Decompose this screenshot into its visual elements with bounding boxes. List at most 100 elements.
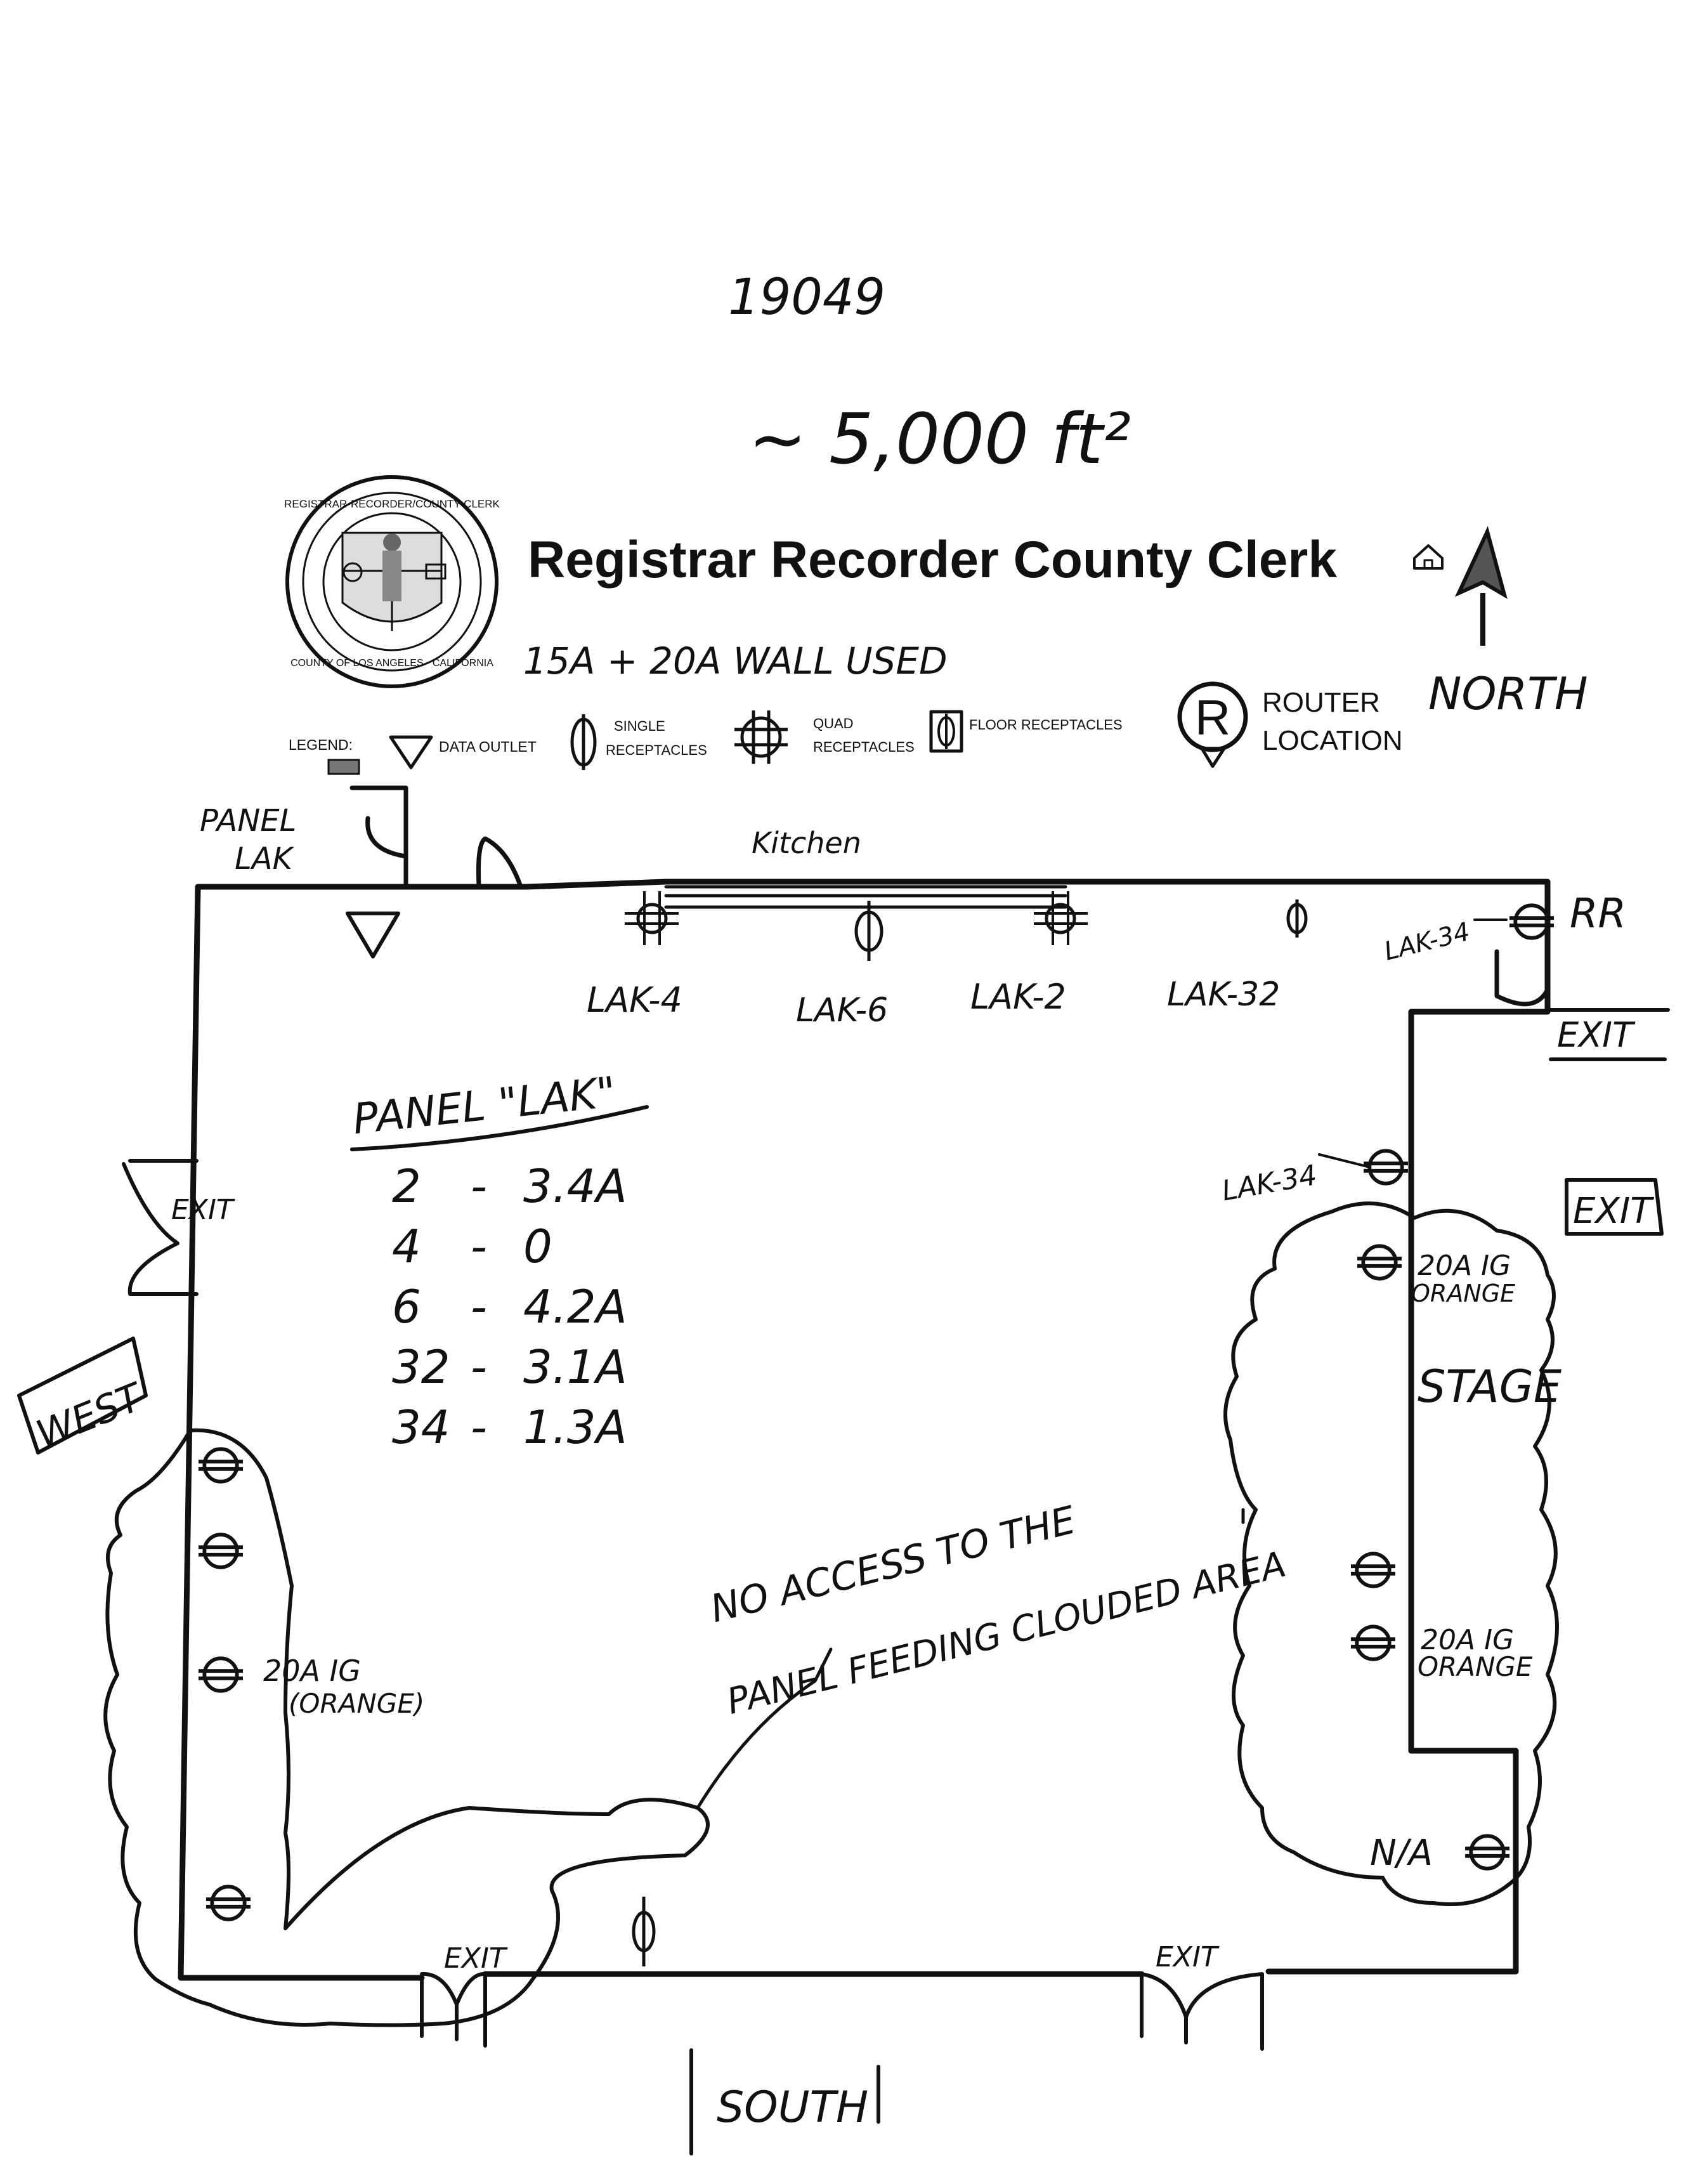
single-receptacle-icon — [570, 714, 597, 770]
na-label: N/A — [1370, 1833, 1433, 1874]
receptacle-east-1 — [1348, 1553, 1398, 1586]
legend-floor: FLOOR RECEPTACLES — [969, 717, 1123, 733]
county-seal: REGISTRAR-RECORDER/COUNTY CLERK COUNTY O… — [284, 475, 500, 688]
east-20a-1-line1: 20A IG — [1418, 1250, 1511, 1282]
lak2-label: LAK-2 — [970, 977, 1066, 1017]
home-icon — [1413, 544, 1444, 570]
lak34-east-label: LAK-34 — [1220, 1159, 1319, 1207]
wall-used-note: 15A + 20A WALL USED — [523, 639, 948, 683]
kitchen-counter — [664, 885, 1067, 909]
receptacle-west-3 — [203, 1886, 253, 1919]
panel-row-dash: - — [471, 1220, 487, 1273]
no-access-leader — [696, 1508, 1245, 1810]
panel-row-load: 3.4A — [523, 1160, 627, 1213]
west-20a-line2: (ORANGE) — [289, 1688, 424, 1719]
floor-receptacle-icon — [929, 710, 963, 753]
receptacle-west-20a — [195, 1658, 245, 1690]
data-outlet-icon — [346, 912, 400, 958]
panel-row-load: 4.2A — [523, 1280, 627, 1333]
legend-quad-1: QUAD — [813, 716, 854, 731]
area-estimate: ~ 5,000 ft² — [748, 398, 1131, 480]
exit-sw-doors — [420, 1971, 487, 2048]
panel-row-circuit: 4 — [392, 1220, 421, 1273]
receptacle-east-20a-1 — [1354, 1246, 1404, 1278]
exit-east-label: EXIT — [1573, 1191, 1654, 1232]
panel-lak-room — [349, 785, 408, 887]
lak34-leader — [1318, 1153, 1371, 1168]
exit-west-label: EXIT — [171, 1194, 235, 1226]
panel-row-load: 0 — [523, 1220, 552, 1273]
panel-table-underline — [350, 1105, 649, 1151]
panel-row-circuit: 34 — [392, 1401, 450, 1454]
clouded-area-east — [1223, 1201, 1559, 1906]
receptacle-west-1 — [195, 1449, 245, 1481]
receptacle-east-20a-2 — [1348, 1626, 1398, 1659]
exit-ne-label: EXIT — [1557, 1015, 1636, 1055]
kitchen-door — [476, 836, 523, 887]
panel-table-title: PANEL "LAK" — [351, 1068, 618, 1144]
rr-label: RR — [1570, 891, 1626, 938]
legend-data-outlet: DATA OUTLET — [439, 738, 537, 755]
west-20a-line1: 20A IG — [263, 1654, 361, 1688]
receptacle-lak2 — [1034, 891, 1088, 945]
exit-east-box — [1565, 1178, 1664, 1236]
lak34-top-label: LAK-34 — [1381, 917, 1473, 967]
south-box — [689, 2048, 880, 2155]
legend-single-2: RECEPTACLES — [606, 742, 707, 758]
panel-lak-label-1: PANEL — [200, 803, 296, 839]
receptacle-west-2 — [195, 1534, 245, 1567]
router-symbol: R — [1195, 690, 1230, 745]
south-label: SOUTH — [717, 2083, 868, 2133]
east-20a-1-line2: ORANGE — [1411, 1279, 1515, 1307]
exit-west-door — [122, 1159, 199, 1296]
panel-row-load: 3.1A — [523, 1340, 627, 1394]
panel-load-table: PANEL "LAK" 2-3.4A4-06-4.2A32-3.1A34-1.3… — [350, 1068, 649, 1454]
router-label-1: ROUTER — [1262, 687, 1380, 718]
kitchen-label: Kitchen — [752, 826, 861, 860]
clouded-area-west — [103, 1428, 710, 2027]
triangle-icon — [389, 735, 433, 769]
north-arrow-icon — [1454, 526, 1508, 646]
panel-row-dash: - — [471, 1160, 487, 1213]
quad-receptacle-icon — [734, 710, 788, 764]
exit-se-doors — [1140, 1972, 1264, 2051]
panel-row-load: 1.3A — [523, 1401, 627, 1454]
panel-lak-label-2: LAK — [235, 841, 295, 877]
legend: LEGEND: DATA OUTLET SINGLE RECEPTACLES Q… — [289, 681, 1403, 775]
router-icon: R — [1177, 681, 1248, 768]
receptacle-na — [1462, 1836, 1512, 1868]
lak32-label: LAK-32 — [1167, 976, 1280, 1014]
seal-top-text: REGISTRAR-RECORDER/COUNTY CLERK — [284, 498, 500, 510]
site-number: 19049 — [728, 269, 885, 326]
page-title: Registrar Recorder County Clerk — [528, 531, 1337, 589]
legend-prefix: LEGEND: — [289, 736, 353, 753]
panel-row-dash: - — [471, 1340, 487, 1394]
legend-single-1: SINGLE — [614, 718, 665, 734]
receptacle-lak32 — [1286, 899, 1308, 938]
panel-row-dash: - — [471, 1401, 487, 1454]
east-20a-2-line1: 20A IG — [1421, 1624, 1514, 1656]
panel-row-circuit: 2 — [392, 1160, 421, 1213]
east-20a-2-line2: ORANGE — [1418, 1651, 1533, 1682]
panel-row-circuit: 32 — [392, 1340, 450, 1394]
receptacle-south-floor — [632, 1897, 656, 1966]
receptacle-lak4 — [625, 891, 679, 945]
building-outline — [178, 879, 1551, 1981]
panel-row-dash: - — [471, 1280, 487, 1333]
exit-se-label: EXIT — [1156, 1941, 1220, 1973]
lak4-label: LAK-4 — [587, 980, 682, 1020]
seal-bottom-text: COUNTY OF LOS ANGELES · CALIFORNIA — [290, 658, 493, 669]
floor-plan — [17, 785, 1670, 2155]
lak6-label: LAK-6 — [796, 991, 888, 1030]
panel-row-circuit: 6 — [392, 1280, 421, 1333]
west-label: WEST — [30, 1374, 151, 1457]
exit-ne-box — [1546, 1008, 1670, 1061]
stage-label: STAGE — [1418, 1361, 1562, 1413]
north-label: NORTH — [1428, 668, 1588, 720]
west-box — [17, 1337, 148, 1455]
exit-sw-label: EXIT — [444, 1942, 508, 1975]
receptacle-lak6 — [854, 901, 883, 961]
legend-quad-2: RECEPTACLES — [813, 739, 915, 755]
panel-symbol-icon — [327, 759, 360, 775]
rr-wall — [1494, 949, 1550, 1007]
